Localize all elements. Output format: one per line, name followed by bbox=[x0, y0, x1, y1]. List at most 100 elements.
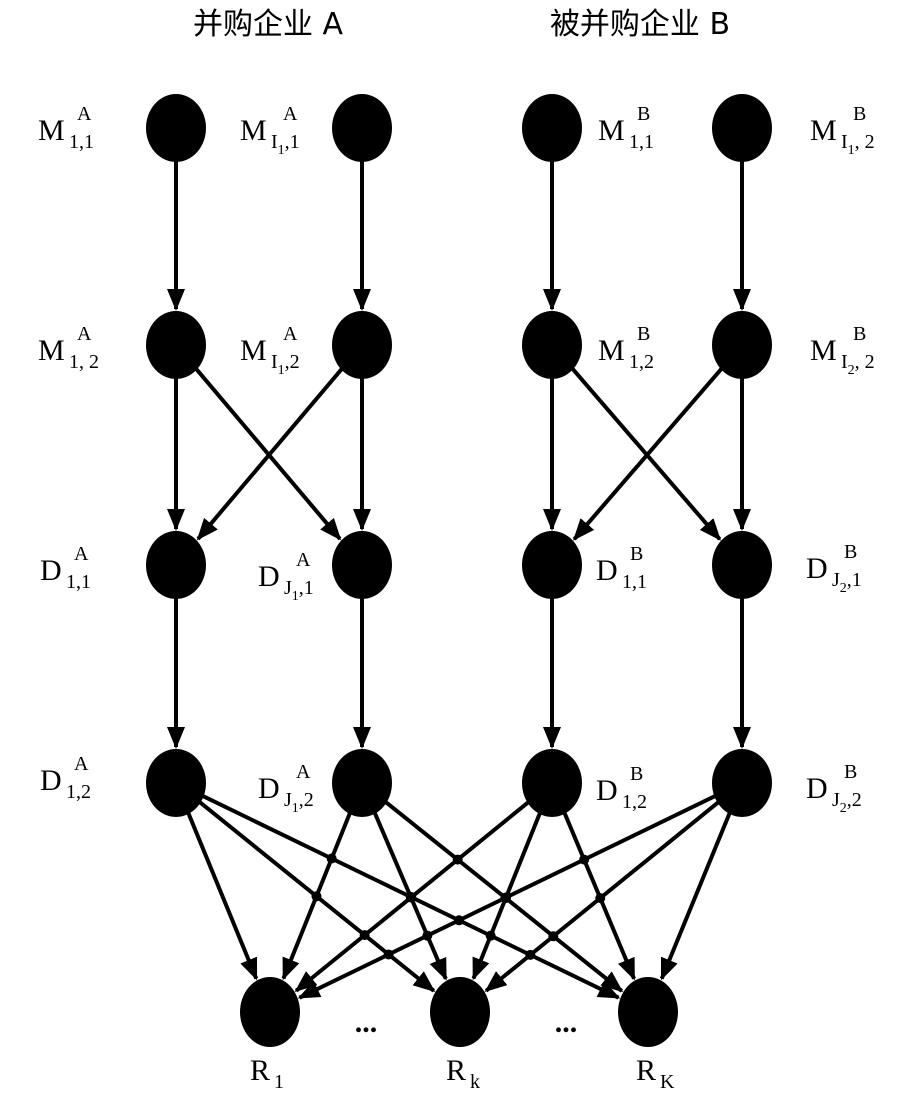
node-MBI22 bbox=[712, 311, 772, 379]
node-DBJ21 bbox=[712, 531, 772, 599]
node-label-subscript-tail: , 2 bbox=[855, 351, 875, 373]
node-label-superscript: A bbox=[77, 323, 92, 345]
edge-DA12-to-R1 bbox=[186, 811, 259, 981]
junctions-layer bbox=[311, 853, 606, 960]
edge-crossing-dot-17 bbox=[595, 893, 606, 904]
node-label-superscript: B bbox=[637, 103, 650, 125]
edge-crossing-dot-8 bbox=[525, 949, 536, 960]
node-MB12 bbox=[522, 311, 582, 379]
edge-crossing-dot-0 bbox=[311, 891, 322, 902]
node-label-superscript: A bbox=[283, 323, 298, 345]
node-label-main: R bbox=[636, 1054, 656, 1087]
node-DB12 bbox=[522, 749, 582, 817]
node-label-subscript: 1,2 bbox=[629, 351, 654, 373]
node-label-subscript: J bbox=[832, 789, 840, 811]
node-label-superscript: B bbox=[853, 103, 866, 125]
node-MAI12 bbox=[332, 311, 392, 379]
node-label-subscript: J bbox=[284, 577, 292, 599]
node-label-main: M bbox=[810, 114, 837, 147]
node-label-subsubscript: 1 bbox=[848, 143, 855, 158]
ellipsis-1: ... bbox=[355, 1006, 378, 1039]
node-label-main: M bbox=[240, 334, 267, 367]
node-label-main: M bbox=[598, 334, 625, 367]
edge-crossing-dot-7 bbox=[454, 915, 464, 926]
node-DB11 bbox=[522, 531, 582, 599]
node-MAI11 bbox=[332, 94, 392, 162]
node-label-superscript: A bbox=[296, 549, 311, 571]
node-DAJ12 bbox=[332, 749, 392, 817]
node-label-subscript: 1,1 bbox=[66, 571, 91, 593]
node-label-subscript-tail: , 2 bbox=[855, 131, 875, 153]
node-label-superscript: B bbox=[630, 763, 643, 785]
node-label-subscript: I bbox=[841, 131, 848, 153]
node-label-subsubscript: 2 bbox=[848, 363, 855, 378]
node-label-superscript: A bbox=[283, 103, 298, 125]
node-label-subscript: 1,2 bbox=[622, 791, 647, 813]
edge-crossing-dot-10 bbox=[422, 930, 433, 941]
edge-crossing-dot-6 bbox=[485, 930, 496, 941]
node-label-main: M bbox=[598, 114, 625, 147]
node-label-subscript: 1,1 bbox=[629, 131, 654, 153]
node-label-subsubscript: 2 bbox=[840, 801, 847, 816]
node-label-main: R bbox=[446, 1054, 466, 1087]
node-label-superscript: A bbox=[296, 761, 311, 783]
node-label-subsubscript: 1 bbox=[292, 589, 299, 604]
node-DA12 bbox=[146, 749, 206, 817]
node-label-superscript: B bbox=[844, 541, 857, 563]
edge-crossing-dot-9 bbox=[406, 892, 416, 903]
node-label-main: D bbox=[40, 554, 62, 587]
title-target: 被并购企业 B bbox=[550, 7, 730, 42]
node-label-superscript: A bbox=[74, 543, 89, 565]
edge-crossing-dot-3 bbox=[326, 853, 337, 864]
node-DBJ22 bbox=[712, 749, 772, 817]
node-label-subsubscript: 1 bbox=[278, 363, 285, 378]
node-label-main: R bbox=[250, 1054, 270, 1087]
node-label-subscript: 1 bbox=[274, 1071, 284, 1093]
node-DAJ11 bbox=[332, 531, 392, 599]
node-label-main: M bbox=[810, 334, 837, 367]
edge-crossing-dot-11 bbox=[452, 854, 463, 865]
node-label-subscript-tail: ,1 bbox=[847, 569, 862, 591]
node-R1 bbox=[240, 977, 300, 1047]
node-label-superscript: B bbox=[630, 543, 643, 565]
node-label-main: D bbox=[806, 552, 828, 585]
node-label-subscript: 1,1 bbox=[69, 131, 94, 153]
node-label-main: D bbox=[40, 764, 62, 797]
node-label-subscript: 1,2 bbox=[66, 781, 91, 803]
node-RK bbox=[618, 977, 678, 1047]
edge-crossing-dot-16 bbox=[579, 854, 590, 865]
node-label-subscript: K bbox=[660, 1071, 675, 1093]
node-label-superscript: A bbox=[74, 753, 89, 775]
node-label-subscript: I bbox=[271, 351, 278, 373]
node-label-subscript-tail: ,2 bbox=[847, 789, 862, 811]
edge-crossing-dot-2 bbox=[383, 949, 394, 960]
edge-crossing-dot-1 bbox=[359, 930, 370, 941]
edge-crossing-dot-15 bbox=[501, 892, 511, 903]
node-label-subsubscript: 1 bbox=[278, 143, 285, 158]
node-label-main: M bbox=[38, 334, 65, 367]
node-label-subscript: 1, 2 bbox=[69, 351, 99, 373]
node-label-superscript: A bbox=[77, 103, 92, 125]
node-label-subscript-tail: ,2 bbox=[285, 351, 300, 373]
node-label-subscript: I bbox=[271, 131, 278, 153]
node-label-subsubscript: 2 bbox=[840, 581, 847, 596]
